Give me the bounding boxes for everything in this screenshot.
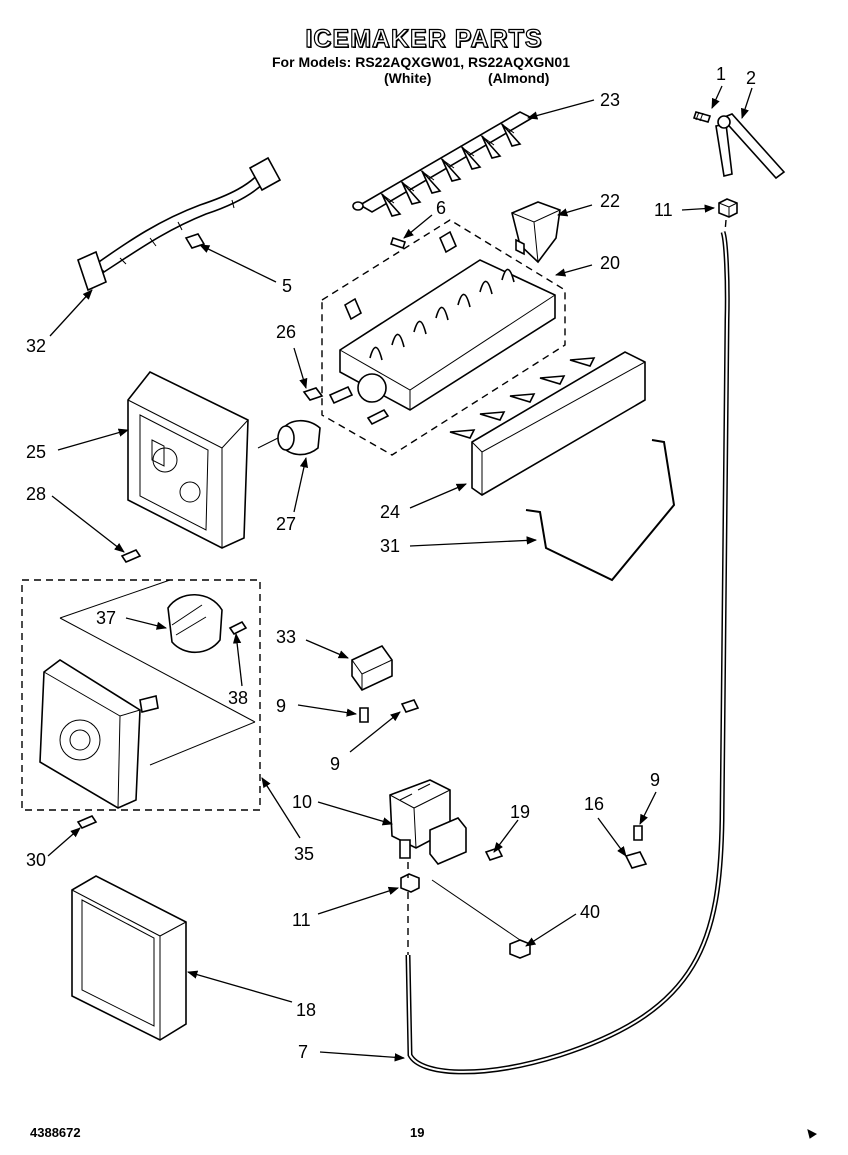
corner-mark [807, 1129, 817, 1139]
part-32-wire-harness [77, 156, 282, 292]
callout-38: 38 [228, 688, 248, 708]
part-18-cover [71, 875, 187, 1041]
callout-20: 20 [600, 253, 620, 273]
callout-26: 26 [276, 322, 296, 342]
page-number: 19 [410, 1125, 425, 1140]
callout-9-c: 9 [650, 770, 660, 790]
callout-18: 18 [296, 1000, 316, 1020]
callout-40: 40 [580, 902, 600, 922]
part-31-shut-off-arm [525, 439, 676, 582]
part-1-screw [692, 111, 712, 123]
callout-31: 31 [380, 536, 400, 556]
callout-9-a: 9 [276, 696, 286, 716]
part-19-screw [484, 847, 504, 861]
part-5-clip [184, 233, 206, 249]
part-30-screw [76, 815, 98, 829]
part-11-nut-upper [718, 198, 738, 218]
callout-28: 28 [26, 484, 46, 504]
models-list: RS22AQXGW01, RS22AQXGN01 [355, 54, 570, 70]
callout-numbers: 1 2 23 11 6 22 20 5 32 26 25 28 27 24 31… [26, 64, 756, 1062]
part-28-screw [120, 549, 142, 563]
page-title: ICEMAKER PARTS [305, 24, 543, 53]
callout-11: 11 [654, 200, 673, 220]
part-24-stripper [449, 351, 646, 496]
part-20-outline [321, 219, 566, 456]
part-16-clamp [624, 851, 648, 869]
callout-25: 25 [26, 442, 46, 462]
part-2-fill-cup-clamp [715, 113, 786, 180]
part-35-outline [21, 579, 261, 811]
part-23-ejector-blade [352, 111, 534, 217]
callout-2: 2 [746, 68, 756, 88]
variant-almond: (Almond) [488, 70, 550, 86]
callout-33: 33 [276, 627, 296, 647]
callout-27: 27 [276, 514, 296, 534]
part-10-water-valve [389, 779, 467, 865]
doc-number: 4388672 [30, 1125, 81, 1140]
part-6-screw [389, 236, 407, 250]
part-26-clip [302, 387, 324, 401]
callout-24: 24 [380, 502, 400, 522]
models-prefix: For Models: [272, 54, 352, 70]
models-line: For Models: RS22AQXGW01, RS22AQXGN01 [272, 54, 570, 70]
callout-37: 37 [96, 608, 116, 628]
part-33-bracket [351, 644, 393, 692]
callout-23: 23 [600, 90, 620, 110]
callout-10: 10 [292, 792, 312, 812]
callout-30: 30 [26, 850, 46, 870]
part-9-screw-c [633, 825, 643, 841]
callout-11-b: 11 [292, 910, 311, 930]
part-9-screw-b [400, 699, 420, 713]
callout-5: 5 [282, 276, 292, 296]
part-20-mold-and-heater [328, 230, 556, 426]
part-38-screw [228, 620, 248, 636]
callout-19: 19 [510, 802, 530, 822]
callout-7: 7 [298, 1042, 308, 1062]
part-35-module-plate [39, 659, 159, 809]
part-27-motor [257, 419, 321, 456]
part-40-nut [509, 939, 531, 959]
callout-1: 1 [716, 64, 726, 84]
part-11-nut-lower [400, 873, 420, 893]
callout-22: 22 [600, 191, 620, 211]
callout-35: 35 [294, 844, 314, 864]
variant-white: (White) [384, 70, 432, 86]
part-22-fill-cup [511, 201, 561, 264]
callout-9-b: 9 [330, 754, 340, 774]
part-37-motor [167, 594, 223, 654]
leader-lines [47, 85, 753, 1062]
callout-32: 32 [26, 336, 46, 356]
part-9-screw-a [359, 707, 369, 723]
callout-16: 16 [584, 794, 604, 814]
callout-6: 6 [436, 198, 446, 218]
part-25-housing [127, 370, 249, 549]
